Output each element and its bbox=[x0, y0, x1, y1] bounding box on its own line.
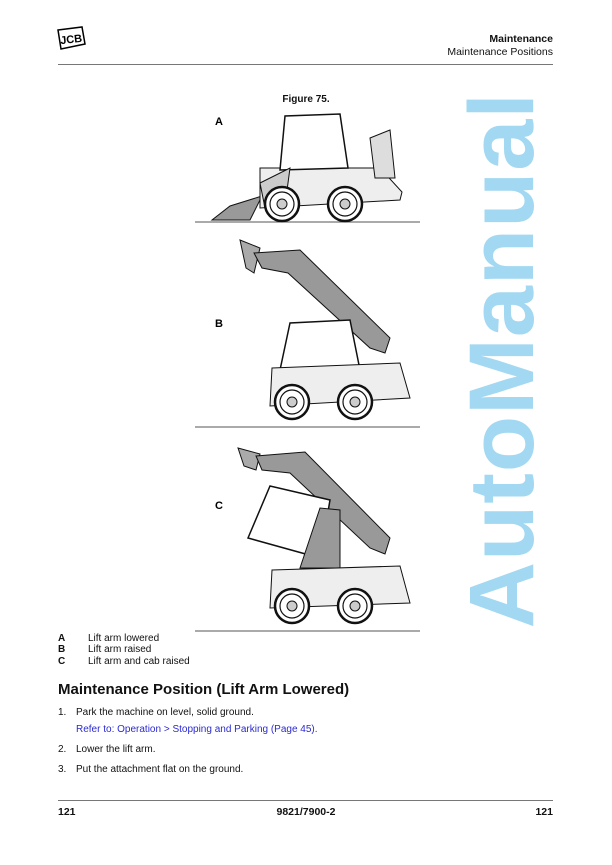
legend-item: B Lift arm raised bbox=[58, 644, 190, 655]
legend-item: A Lift arm lowered bbox=[58, 633, 190, 644]
legend-key: A bbox=[58, 633, 66, 644]
step-number: 1. bbox=[58, 707, 67, 718]
figure-label-c: C bbox=[215, 500, 223, 512]
legend-text: Lift arm and cab raised bbox=[88, 655, 190, 667]
footer-page-left: 121 bbox=[58, 806, 76, 818]
legend-key: B bbox=[58, 644, 66, 656]
step-item: 1. Park the machine on level, solid groun… bbox=[58, 707, 254, 718]
header-divider bbox=[58, 64, 553, 65]
figure-title: Figure 75. bbox=[282, 94, 330, 105]
legend-text: Lift arm raised bbox=[88, 644, 152, 656]
footer-doc-number: 9821/7900-2 bbox=[276, 806, 336, 818]
machine-c-lift-arm-and-cab-raised: C bbox=[195, 447, 420, 632]
legend-item: C Lift arm and cab raised bbox=[58, 656, 190, 667]
figure-label-b: B bbox=[215, 318, 223, 330]
header-subsection: Maintenance Positions bbox=[447, 46, 553, 58]
step-number: 3. bbox=[58, 764, 67, 775]
footer-page-right: 121 bbox=[535, 806, 553, 818]
footer-divider bbox=[58, 800, 553, 801]
step-text: Lower the lift arm. bbox=[76, 744, 156, 755]
step-item: 2. Lower the lift arm. bbox=[58, 744, 155, 755]
step-text: Put the attachment flat on the ground. bbox=[76, 764, 244, 775]
reference-link[interactable]: Refer to: Operation > Stopping and Parki… bbox=[76, 724, 318, 735]
jcb-logo: JCB bbox=[56, 26, 86, 50]
section-heading: Maintenance Position (Lift Arm Lowered) bbox=[58, 681, 350, 698]
legend-text: Lift arm lowered bbox=[88, 633, 160, 644]
machine-a-lift-arm-lowered: A bbox=[195, 113, 420, 223]
figure-legend: A Lift arm lowered B Lift arm raised C Lift… bbox=[58, 633, 190, 667]
figure-label-a: A bbox=[215, 116, 223, 128]
figure-illustration: A B C bbox=[195, 113, 420, 632]
step-item: 3. Put the attachment flat on the ground. bbox=[58, 764, 243, 775]
step-text: Park the machine on level, solid ground. bbox=[76, 707, 254, 718]
machine-b-lift-arm-raised: B bbox=[195, 239, 420, 428]
svg-text:JCB: JCB bbox=[60, 33, 83, 47]
watermark: AutoManual bbox=[451, 92, 553, 629]
legend-key: C bbox=[58, 655, 66, 667]
step-number: 2. bbox=[58, 744, 67, 755]
header-section: Maintenance bbox=[489, 33, 553, 45]
